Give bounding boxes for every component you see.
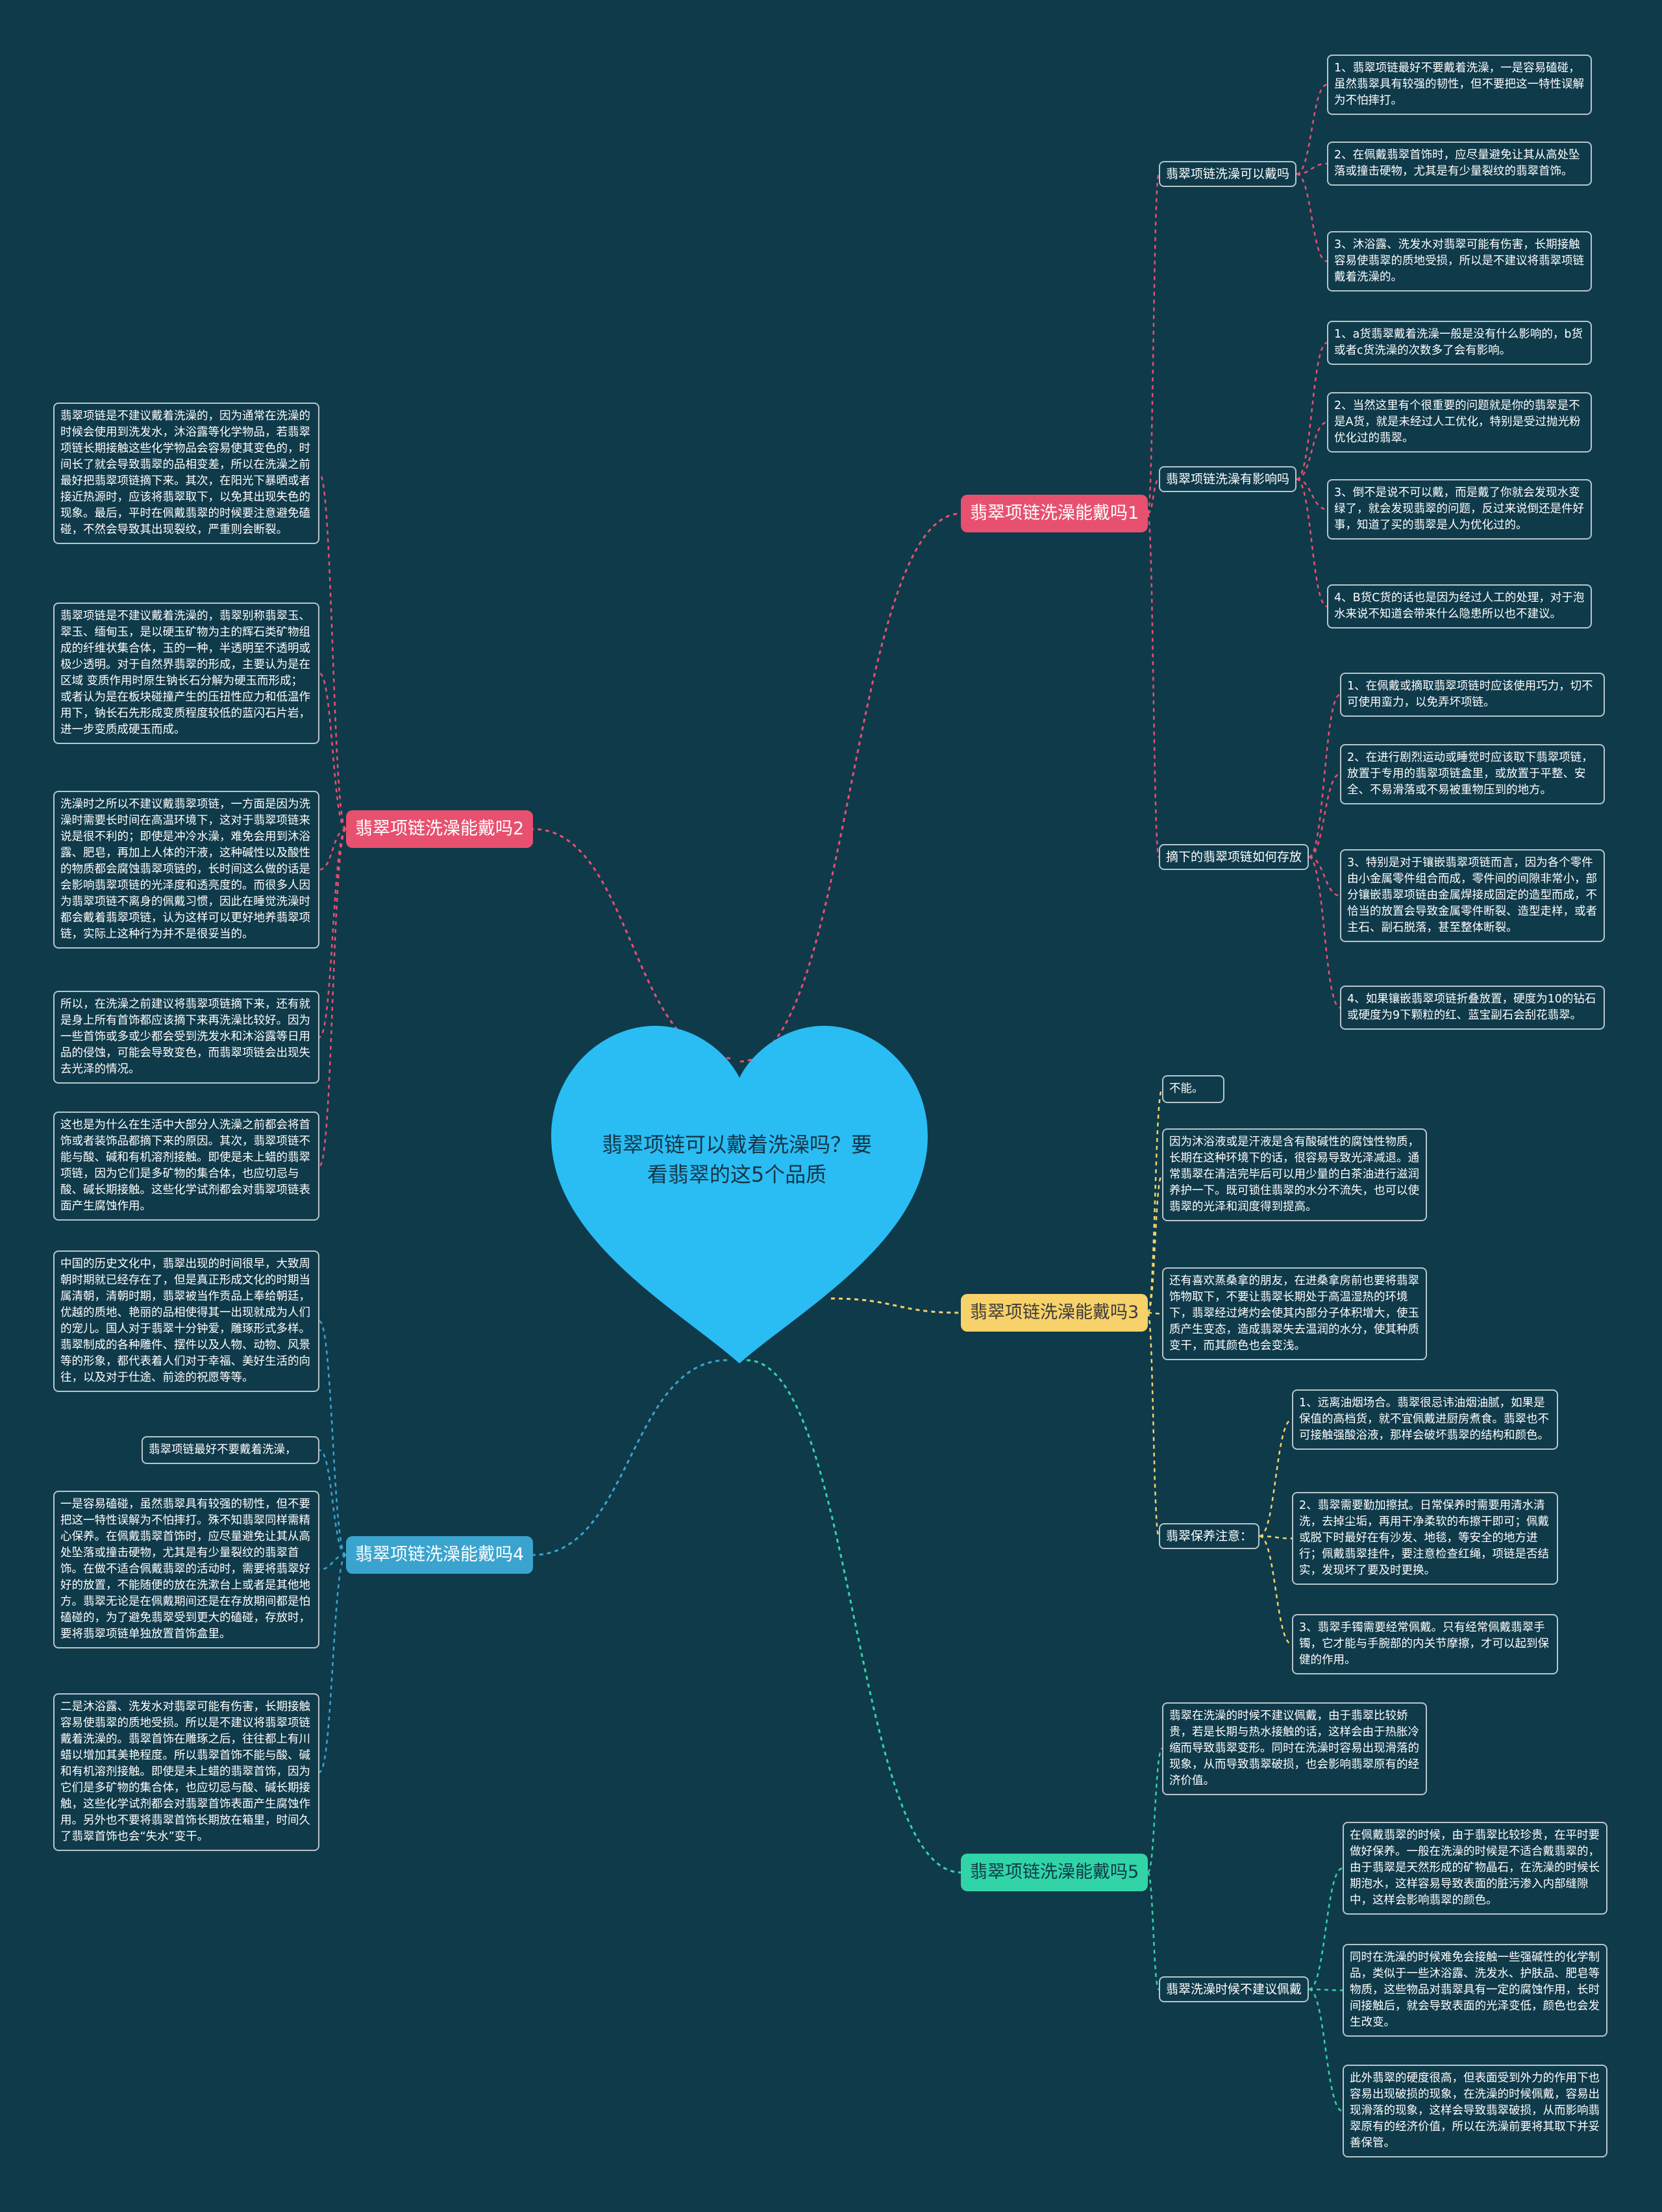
center-to-branch-1 bbox=[739, 512, 961, 1063]
b5s-link-2 bbox=[1308, 1988, 1343, 1991]
b2-note-2: 翡翠项链是不建议戴着洗澡的，翡翠别称翡翠玉、翠玉、缅甸玉，是以硬玉矿物为主的辉石… bbox=[53, 603, 319, 744]
b5-note-1: 翡翠在洗澡的时候不建议佩戴，由于翡翠比较娇贵，若是长期与热水接触的话，这样会由于… bbox=[1162, 1702, 1427, 1795]
b4-note-2: 翡翠项链最好不要戴着洗澡， bbox=[142, 1436, 319, 1464]
branch-5-node[interactable]: 翡翠项链洗澡能戴吗5 bbox=[961, 1854, 1148, 1891]
b1s1-link-3 bbox=[1296, 173, 1328, 262]
b4-link-3 bbox=[319, 1554, 347, 1571]
b1s3-link-1 bbox=[1308, 693, 1341, 858]
center-to-branch-5 bbox=[746, 1359, 961, 1874]
b3s-link-1 bbox=[1259, 1419, 1293, 1537]
b3-sub-note-3: 3、翡翠手镯需要经常佩戴。只有经常佩戴翡翠手镯，它才能与手腕部的内关节摩擦，才可… bbox=[1292, 1614, 1558, 1674]
b1s2-link-3 bbox=[1296, 478, 1328, 510]
b5s-link-3 bbox=[1308, 1988, 1343, 2112]
b4-link-1 bbox=[318, 1320, 347, 1556]
b3-note-2: 因为沐浴液或是汗液是含有酸碱性的腐蚀性物质，长期在这种环境下的话，很容易导致光泽… bbox=[1162, 1128, 1427, 1221]
b1-sub1-label[interactable]: 翡翠项链洗澡可以戴吗 bbox=[1159, 161, 1297, 187]
b1-sub3-note-1: 1、在佩戴或摘取翡翠项链时应该使用巧力，切不可使用蛮力，以免弄坏项链。 bbox=[1340, 673, 1605, 717]
b2-link-2 bbox=[319, 672, 347, 830]
b4-link-2 bbox=[319, 1449, 347, 1556]
branch-4-node[interactable]: 翡翠项链洗澡能戴吗4 bbox=[346, 1536, 534, 1574]
branch-3-node[interactable]: 翡翠项链洗澡能戴吗3 bbox=[961, 1294, 1148, 1332]
b3-note-1: 不能。 bbox=[1162, 1075, 1224, 1103]
central-heart-shape bbox=[551, 1026, 928, 1363]
b1-sub2-label[interactable]: 翡翠项链洗澡有影响吗 bbox=[1159, 466, 1297, 492]
branch-1-node[interactable]: 翡翠项链洗澡能戴吗1 bbox=[961, 495, 1148, 532]
b2-link-4 bbox=[318, 828, 347, 1038]
branch-2-node[interactable]: 翡翠项链洗澡能戴吗2 bbox=[346, 810, 534, 848]
b2-link-3 bbox=[319, 828, 347, 871]
b5-sub-note-2: 同时在洗澡的时候难免会接触一些强碱性的化学制品，类似于一些沐浴露、洗发水、护肤品… bbox=[1343, 1944, 1607, 2037]
b1-sub1-note-1: 1、翡翠项链最好不要戴着洗澡，一是容易磕碰，虽然翡翠具有较强的韧性，但不要把这一… bbox=[1327, 55, 1592, 115]
b2-note-1: 翡翠项链是不建议戴着洗澡的，因为通常在洗澡的时候会使用到洗发水，沐浴露等化学物品… bbox=[53, 403, 319, 544]
b1-sub3-note-3: 3、特别是对于镶嵌翡翠项链而言，因为各个零件由小金属零件组合而成，零件间的间隙非… bbox=[1340, 849, 1605, 942]
b5-link-2 bbox=[1147, 1871, 1160, 1991]
b1s3-link-2 bbox=[1308, 773, 1341, 858]
b5-sub-note-3: 此外翡翠的硬度很高，但表面受到外力的作用下也容易出现破损的现象，在洗澡的时候佩戴… bbox=[1343, 2065, 1607, 2157]
b3s-link-3 bbox=[1259, 1535, 1293, 1645]
b5-sub-note-1: 在佩戴翡翠的时候，由于翡翠比较珍贵，在平时要做好保养。一般在洗澡的时候是不适合戴… bbox=[1343, 1822, 1607, 1915]
b3s-link-2 bbox=[1259, 1535, 1293, 1539]
b1s1-link-2 bbox=[1296, 162, 1328, 175]
b4-note-1: 中国的历史文化中，翡翠出现的时间很早，大致周朝时期就已经存在了，但是真正形成文化… bbox=[53, 1250, 319, 1392]
b3-sub-note-2: 2、翡翠需要勤加擦拭。日常保养时需要用清水清洗，去掉尘垢，再用干净柔软的布擦干即… bbox=[1292, 1492, 1558, 1585]
b1s3-link-4 bbox=[1308, 856, 1341, 1009]
b1s3-link-3 bbox=[1308, 856, 1341, 897]
b1-sub3-note-2: 2、在进行剧烈运动或睡觉时应该取下翡翠项链，放置于专用的翡翠项链盒里，或放置于平… bbox=[1340, 744, 1605, 804]
b4-link-4 bbox=[318, 1554, 347, 1773]
b3-link-4 bbox=[1147, 1311, 1160, 1537]
b2-link-5 bbox=[318, 828, 347, 1167]
b3-link-1 bbox=[1147, 1088, 1163, 1314]
b3-link-2 bbox=[1147, 1174, 1163, 1314]
b2-note-5: 这也是为什么在生活中大部分人洗澡之前都会将首饰或者装饰品都摘下来的原因。其次，翡… bbox=[53, 1112, 319, 1221]
b1-link-3 bbox=[1147, 512, 1160, 858]
b5-link-1 bbox=[1147, 1748, 1163, 1874]
b4-note-3: 一是容易磕碰，虽然翡翠具有较强的韧性，但不要把这一特性误解为不怕摔打。殊不知翡翠… bbox=[53, 1491, 319, 1648]
b2-note-4: 所以，在洗澡之前建议将翡翠项链摘下来，还有就是身上所有首饰都应该摘下来再洗澡比较… bbox=[53, 991, 319, 1084]
b1-link-1 bbox=[1147, 173, 1160, 515]
b1-sub3-label[interactable]: 摘下的翡翠项链如何存放 bbox=[1159, 844, 1309, 870]
b1s2-link-2 bbox=[1296, 421, 1328, 480]
b1s1-link-1 bbox=[1296, 84, 1328, 175]
b1-sub2-note-3: 3、倒不是说不可以戴，而是戴了你就会发现水变绿了，就会发现翡翠的问题，反过来说倒… bbox=[1327, 479, 1592, 540]
center-to-branch-3 bbox=[830, 1297, 961, 1314]
b5s-link-1 bbox=[1308, 1867, 1343, 1991]
b3-sub-note-1: 1、远离油烟场合。翡翠很忌讳油烟油腻，如果是保值的高档货，就不宜佩戴进厨房煮食。… bbox=[1292, 1389, 1558, 1450]
b1s2-link-4 bbox=[1296, 478, 1328, 608]
central-topic[interactable]: 翡翠项链可以戴着洗澡吗？要看翡翠的这5个品质 bbox=[601, 1132, 872, 1187]
b2-note-3: 洗澡时之所以不建议戴翡翠项链，一方面是因为洗澡时需要长时间在高温环境下，这对于翡… bbox=[53, 791, 319, 949]
b3-link-3 bbox=[1147, 1311, 1163, 1315]
center-to-branch-2 bbox=[532, 828, 731, 1060]
b1-sub3-note-4: 4、如果镶嵌翡翠项链折叠放置，硬度为10的钻石或硬度为9下颗粒的红、蓝宝副石会刮… bbox=[1340, 986, 1605, 1030]
b5-sub-label[interactable]: 翡翠洗澡时候不建议佩戴 bbox=[1159, 1976, 1309, 2002]
b4-note-4: 二是沐浴露、洗发水对翡翠可能有伤害，长期接触容易使翡翠的质地受损。所以是不建议将… bbox=[53, 1693, 319, 1851]
b2-link-1 bbox=[318, 472, 347, 830]
b1-sub2-note-4: 4、B货C货的话也是因为经过人工的处理，对于泡水来说不知道会带来什么隐患所以也不… bbox=[1327, 584, 1592, 628]
b1-link-2 bbox=[1147, 478, 1160, 515]
b1-sub2-note-1: 1、a货翡翠戴着洗澡一般是没有什么影响的，b货或者c货洗澡的次数多了会有影响。 bbox=[1327, 321, 1592, 365]
b1-sub2-note-2: 2、当然这里有个很重要的问题就是你的翡翠是不是A货，就是未经过人工优化，特别是受… bbox=[1327, 392, 1592, 453]
b1s2-link-1 bbox=[1296, 342, 1328, 480]
b3-note-3: 还有喜欢蒸桑拿的朋友，在进桑拿房前也要将翡翠饰物取下，不要让翡翠长期处于高温湿热… bbox=[1162, 1267, 1427, 1360]
center-to-branch-4 bbox=[532, 1359, 728, 1556]
b1-sub1-note-2: 2、在佩戴翡翠首饰时，应尽量避免让其从高处坠落或撞击硬物，尤其是有少量裂纹的翡翠… bbox=[1327, 142, 1592, 186]
b1-sub1-note-3: 3、沐浴露、洗发水对翡翠可能有伤害，长期接触容易使翡翠的质地受损，所以是不建议将… bbox=[1327, 231, 1592, 292]
b3-sub-label[interactable]: 翡翠保养注意： bbox=[1159, 1523, 1260, 1549]
